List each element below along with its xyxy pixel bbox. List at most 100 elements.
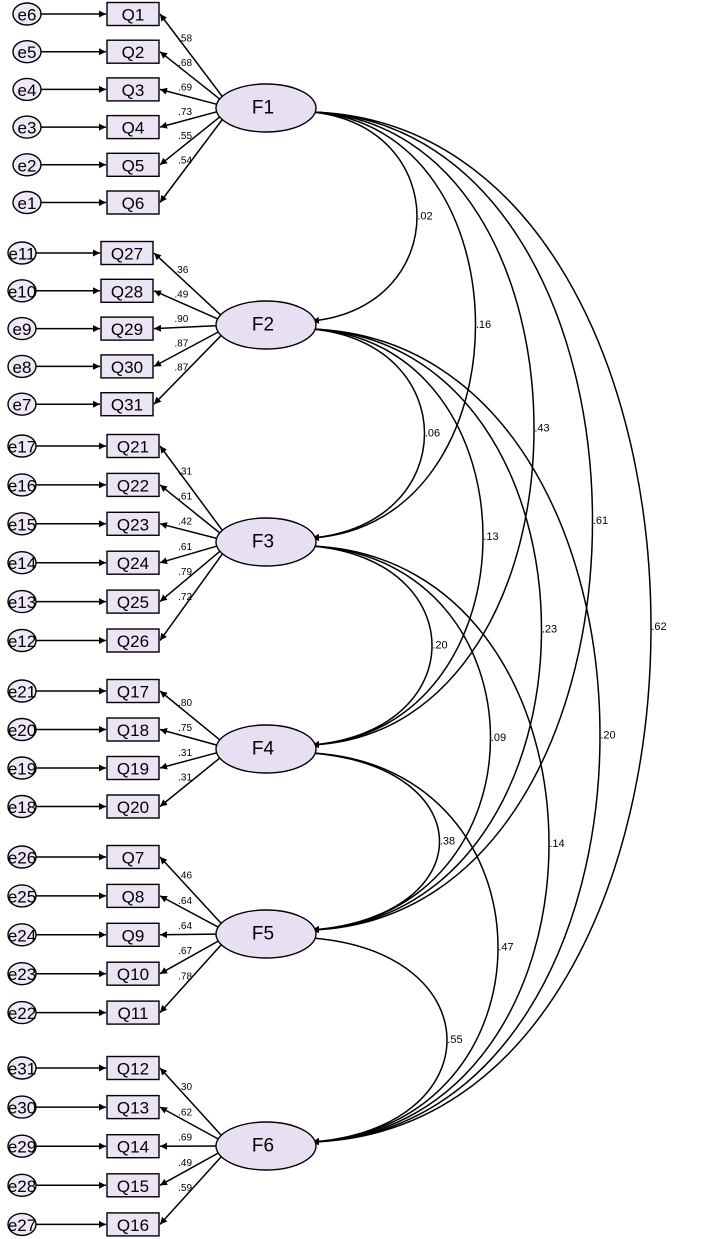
indicator-box[interactable] [106,883,160,909]
indicator-box[interactable] [106,511,160,536]
factor-node-f2[interactable] [215,300,317,350]
error-term[interactable] [7,434,37,458]
error-term[interactable] [12,153,42,177]
indicator-box[interactable] [100,354,154,379]
error-term[interactable] [12,77,42,102]
indicator-box[interactable] [106,472,160,498]
indicator-box[interactable] [106,678,160,704]
indicator-box[interactable] [100,316,154,341]
indicator-box[interactable] [106,433,160,459]
indicator-label: Q4 [122,119,145,138]
error-term[interactable] [7,589,37,614]
loading-arrow [159,895,227,932]
factor-node-f4[interactable] [215,724,317,774]
correlation-arc [304,108,535,749]
error-term[interactable] [7,316,37,341]
indicator-box[interactable] [106,152,160,178]
error-term[interactable] [7,756,37,780]
correlation-label: .55 [447,1034,462,1046]
loading-arrow [159,522,227,542]
error-term[interactable] [12,190,42,215]
correlation-arc [304,542,550,1146]
error-term[interactable] [7,1173,37,1198]
loading-label: .49 [174,289,188,300]
indicator-box[interactable] [106,1000,160,1025]
error-term[interactable] [7,628,37,653]
indicator-box[interactable] [100,240,154,266]
error-term[interactable] [12,115,42,139]
error-label: e23 [8,965,36,984]
error-label: e30 [8,1099,36,1118]
error-term[interactable] [12,2,42,26]
factor-node-f5[interactable] [215,909,317,959]
loading-label: .49 [178,1158,192,1169]
loading-label: .31 [178,748,192,759]
error-term[interactable] [7,241,37,265]
indicator-box[interactable] [106,755,160,781]
factor-node-f3[interactable] [215,517,317,567]
error-label: e4 [18,81,37,100]
error-label: e11 [8,245,35,264]
error-term[interactable] [7,279,37,303]
error-term[interactable] [7,473,37,497]
error-label: e18 [8,798,36,817]
indicator-box[interactable] [106,589,160,614]
loading-label: .46 [178,871,192,882]
error-term[interactable] [7,923,37,947]
indicator-box[interactable] [106,114,160,140]
factor-node-f6[interactable] [215,1121,317,1171]
indicator-box[interactable] [100,392,154,417]
factor-label-f6: F6 [252,1136,274,1157]
correlation-label: .02 [417,211,432,223]
indicator-box[interactable] [106,844,160,870]
indicator-label: Q19 [117,760,149,779]
error-term[interactable] [7,845,37,869]
error-term[interactable] [7,717,37,742]
error-term[interactable] [7,962,37,986]
error-term[interactable] [7,679,37,703]
loading-arrow [159,690,227,746]
indicator-box[interactable] [106,39,160,64]
indicator-box[interactable] [106,922,160,947]
error-term[interactable] [7,884,37,908]
indicator-box[interactable] [106,1173,160,1198]
factor-label-f1: F1 [252,98,274,119]
error-term[interactable] [7,1095,37,1119]
indicator-box[interactable] [106,794,160,819]
error-term[interactable] [12,40,42,64]
error-term[interactable] [7,392,37,416]
loading-arrow [159,727,227,749]
error-term[interactable] [7,1212,37,1237]
indicator-box[interactable] [106,1055,160,1081]
loading-label: .87 [174,338,188,349]
error-term[interactable] [7,551,37,575]
error-term[interactable] [7,512,37,536]
error-term[interactable] [7,354,37,379]
indicator-box[interactable] [106,961,160,986]
indicator-label: Q10 [117,965,149,984]
indicator-box[interactable] [106,1212,160,1237]
correlation-label: .20 [600,730,615,742]
error-term[interactable] [7,1000,37,1025]
loading-arrow [159,936,227,975]
correlation-label: .43 [534,423,549,435]
error-label: e8 [13,358,32,377]
indicator-box[interactable] [106,628,160,653]
indicator-box[interactable] [106,1133,160,1159]
correlation-arc [304,108,652,1146]
error-term[interactable] [7,794,37,819]
indicator-box[interactable] [106,550,160,575]
indicator-box[interactable] [106,190,160,215]
error-term[interactable] [7,1056,37,1080]
indicator-box[interactable] [106,717,160,742]
error-term[interactable] [7,1134,37,1158]
indicator-label: Q12 [117,1060,149,1079]
indicator-box[interactable] [106,1094,160,1120]
indicator-box[interactable] [106,1,160,27]
loading-label: .67 [178,946,192,957]
factor-node-f1[interactable] [215,83,317,133]
indicator-box[interactable] [106,77,160,102]
indicator-box[interactable] [100,278,154,303]
factor-label-f2: F2 [252,315,274,336]
